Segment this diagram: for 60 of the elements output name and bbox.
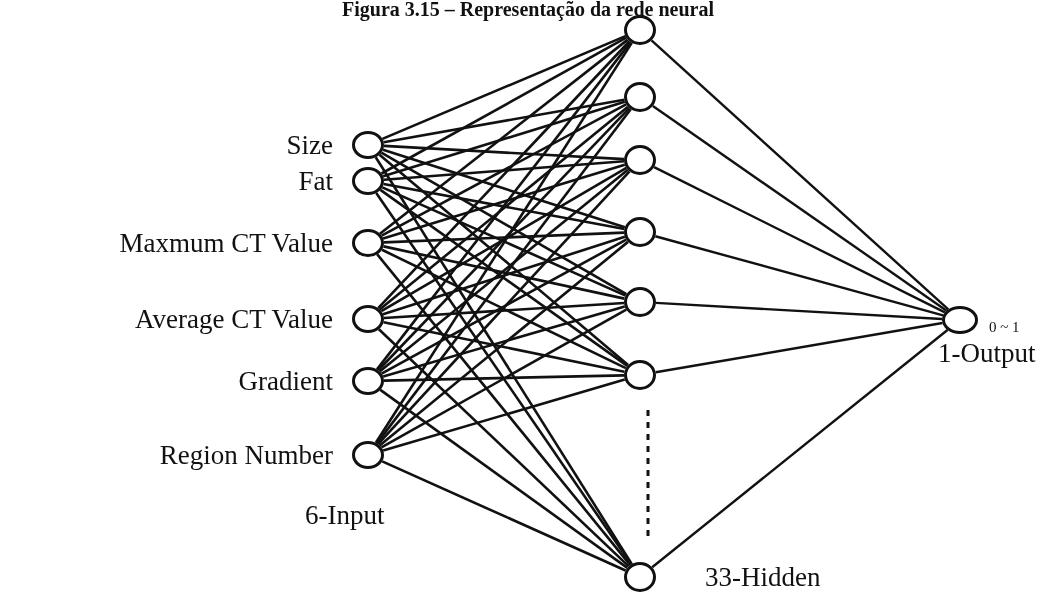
- connection-line: [375, 108, 632, 445]
- neuron-circle: [624, 145, 656, 175]
- connection-line: [382, 305, 626, 378]
- neuron-circle: [624, 562, 656, 592]
- connection-line: [383, 98, 625, 144]
- connection-line: [381, 34, 626, 141]
- connection-line: [381, 460, 627, 572]
- connection-line: [374, 42, 633, 444]
- connection-line: [379, 388, 629, 569]
- connection-line: [383, 301, 625, 320]
- node-caption: Maxmum CT Value: [119, 227, 333, 259]
- neuron-circle: [624, 217, 656, 247]
- node-caption: Region Number: [159, 439, 333, 471]
- layer-label: 6-Input: [305, 500, 385, 531]
- connection-line: [378, 240, 629, 447]
- connection-line: [655, 301, 943, 321]
- layer-label: 33-Hidden: [705, 562, 821, 593]
- connection-line: [653, 166, 946, 314]
- connection-line: [655, 321, 943, 374]
- connection-line: [382, 378, 626, 452]
- connection-line: [651, 329, 949, 569]
- node-caption: Gradient: [238, 365, 333, 397]
- connection-line: [380, 36, 627, 175]
- connection-line: [650, 39, 950, 311]
- node-caption: Fat: [298, 165, 333, 197]
- connection-line: [383, 182, 625, 231]
- figure-title: Figura 3.15 – Representação da rede neural: [341, 0, 715, 21]
- connection-line: [383, 320, 625, 374]
- connection-line: [381, 186, 627, 297]
- neuron-circle: [624, 82, 656, 112]
- connection-line: [382, 100, 626, 178]
- connection-line: [381, 103, 627, 237]
- node-caption: Average CT Value: [135, 303, 333, 335]
- connection-line: [377, 40, 631, 310]
- neuron-circle: [624, 15, 656, 45]
- connection-line: [380, 166, 628, 313]
- layer-label: 1-Output: [938, 338, 1036, 369]
- neuron-circle: [624, 287, 656, 317]
- connection-line: [376, 253, 632, 566]
- connection-line: [382, 235, 626, 316]
- connection-line: [383, 159, 625, 182]
- connection-line: [375, 41, 632, 371]
- neuron-circle: [624, 360, 656, 390]
- connection-line: [383, 374, 625, 382]
- connection-line: [377, 107, 631, 372]
- connection-line: [378, 105, 629, 311]
- connection-line: [377, 170, 631, 445]
- connection-line: [383, 231, 625, 244]
- node-caption: 0 ~ 1: [989, 318, 1020, 336]
- connection-line: [379, 38, 629, 235]
- connection-line: [377, 328, 630, 568]
- connection-line: [652, 104, 948, 312]
- connection-line: [383, 245, 625, 300]
- connection-line: [382, 148, 626, 229]
- connection-line: [380, 151, 628, 296]
- node-caption: Size: [286, 129, 333, 161]
- connection-line: [383, 144, 625, 161]
- connection-line: [380, 308, 627, 449]
- connection-line: [382, 163, 626, 240]
- connection-line: [655, 235, 944, 317]
